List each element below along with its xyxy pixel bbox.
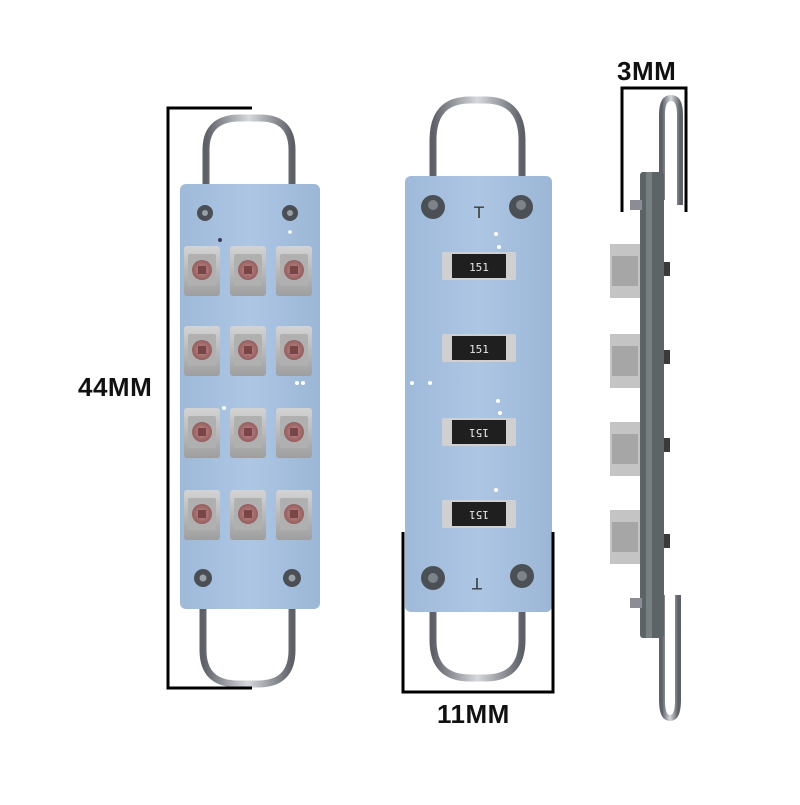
dimension-lines [166, 86, 688, 694]
width-bracket [401, 532, 555, 694]
board-mark-bottom: T [472, 574, 483, 593]
led-chip [184, 326, 220, 376]
resistor-side-view: T T 151 151 151 151 [405, 96, 552, 682]
thickness-label: 3MM [617, 56, 677, 86]
thickness-bracket [620, 86, 688, 212]
bottom-wire-loop [659, 595, 681, 722]
top-wire-loop [659, 94, 683, 205]
bottom-wire-loop [199, 604, 296, 688]
board-mark-top: T [473, 203, 484, 222]
resistor-profiles [664, 262, 670, 548]
resistor-label: 151 [469, 508, 489, 521]
led-array [184, 246, 312, 540]
led-chip [184, 490, 220, 540]
led-chip [276, 246, 312, 296]
resistor-label: 151 [469, 343, 489, 356]
led-chip [276, 326, 312, 376]
resistor-2: 151 [442, 334, 516, 362]
resistor-label: 151 [469, 426, 489, 439]
top-wire-loop [202, 114, 296, 194]
length-bracket [166, 106, 252, 690]
width-label: 11MM [437, 699, 510, 729]
solder-pads [421, 195, 534, 590]
resistor-label: 151 [469, 261, 489, 274]
resistor-4: 151 [442, 500, 516, 528]
top-wire-loop [429, 96, 526, 204]
led-profiles [610, 244, 640, 564]
led-chip [230, 408, 266, 458]
led-chip [276, 490, 312, 540]
led-side-view [180, 114, 320, 688]
led-chip [184, 246, 220, 296]
led-chip [184, 408, 220, 458]
resistor-1: 151 [442, 252, 516, 280]
led-chip [230, 326, 266, 376]
length-label: 44MM [78, 372, 153, 402]
led-chip [230, 246, 266, 296]
side-profile-view [610, 94, 683, 722]
resistor-3: 151 [442, 418, 516, 446]
pcb-board [405, 176, 552, 612]
led-chip [276, 408, 312, 458]
solder-pads [194, 205, 301, 587]
led-chip [230, 490, 266, 540]
bottom-wire-loop [429, 576, 526, 682]
